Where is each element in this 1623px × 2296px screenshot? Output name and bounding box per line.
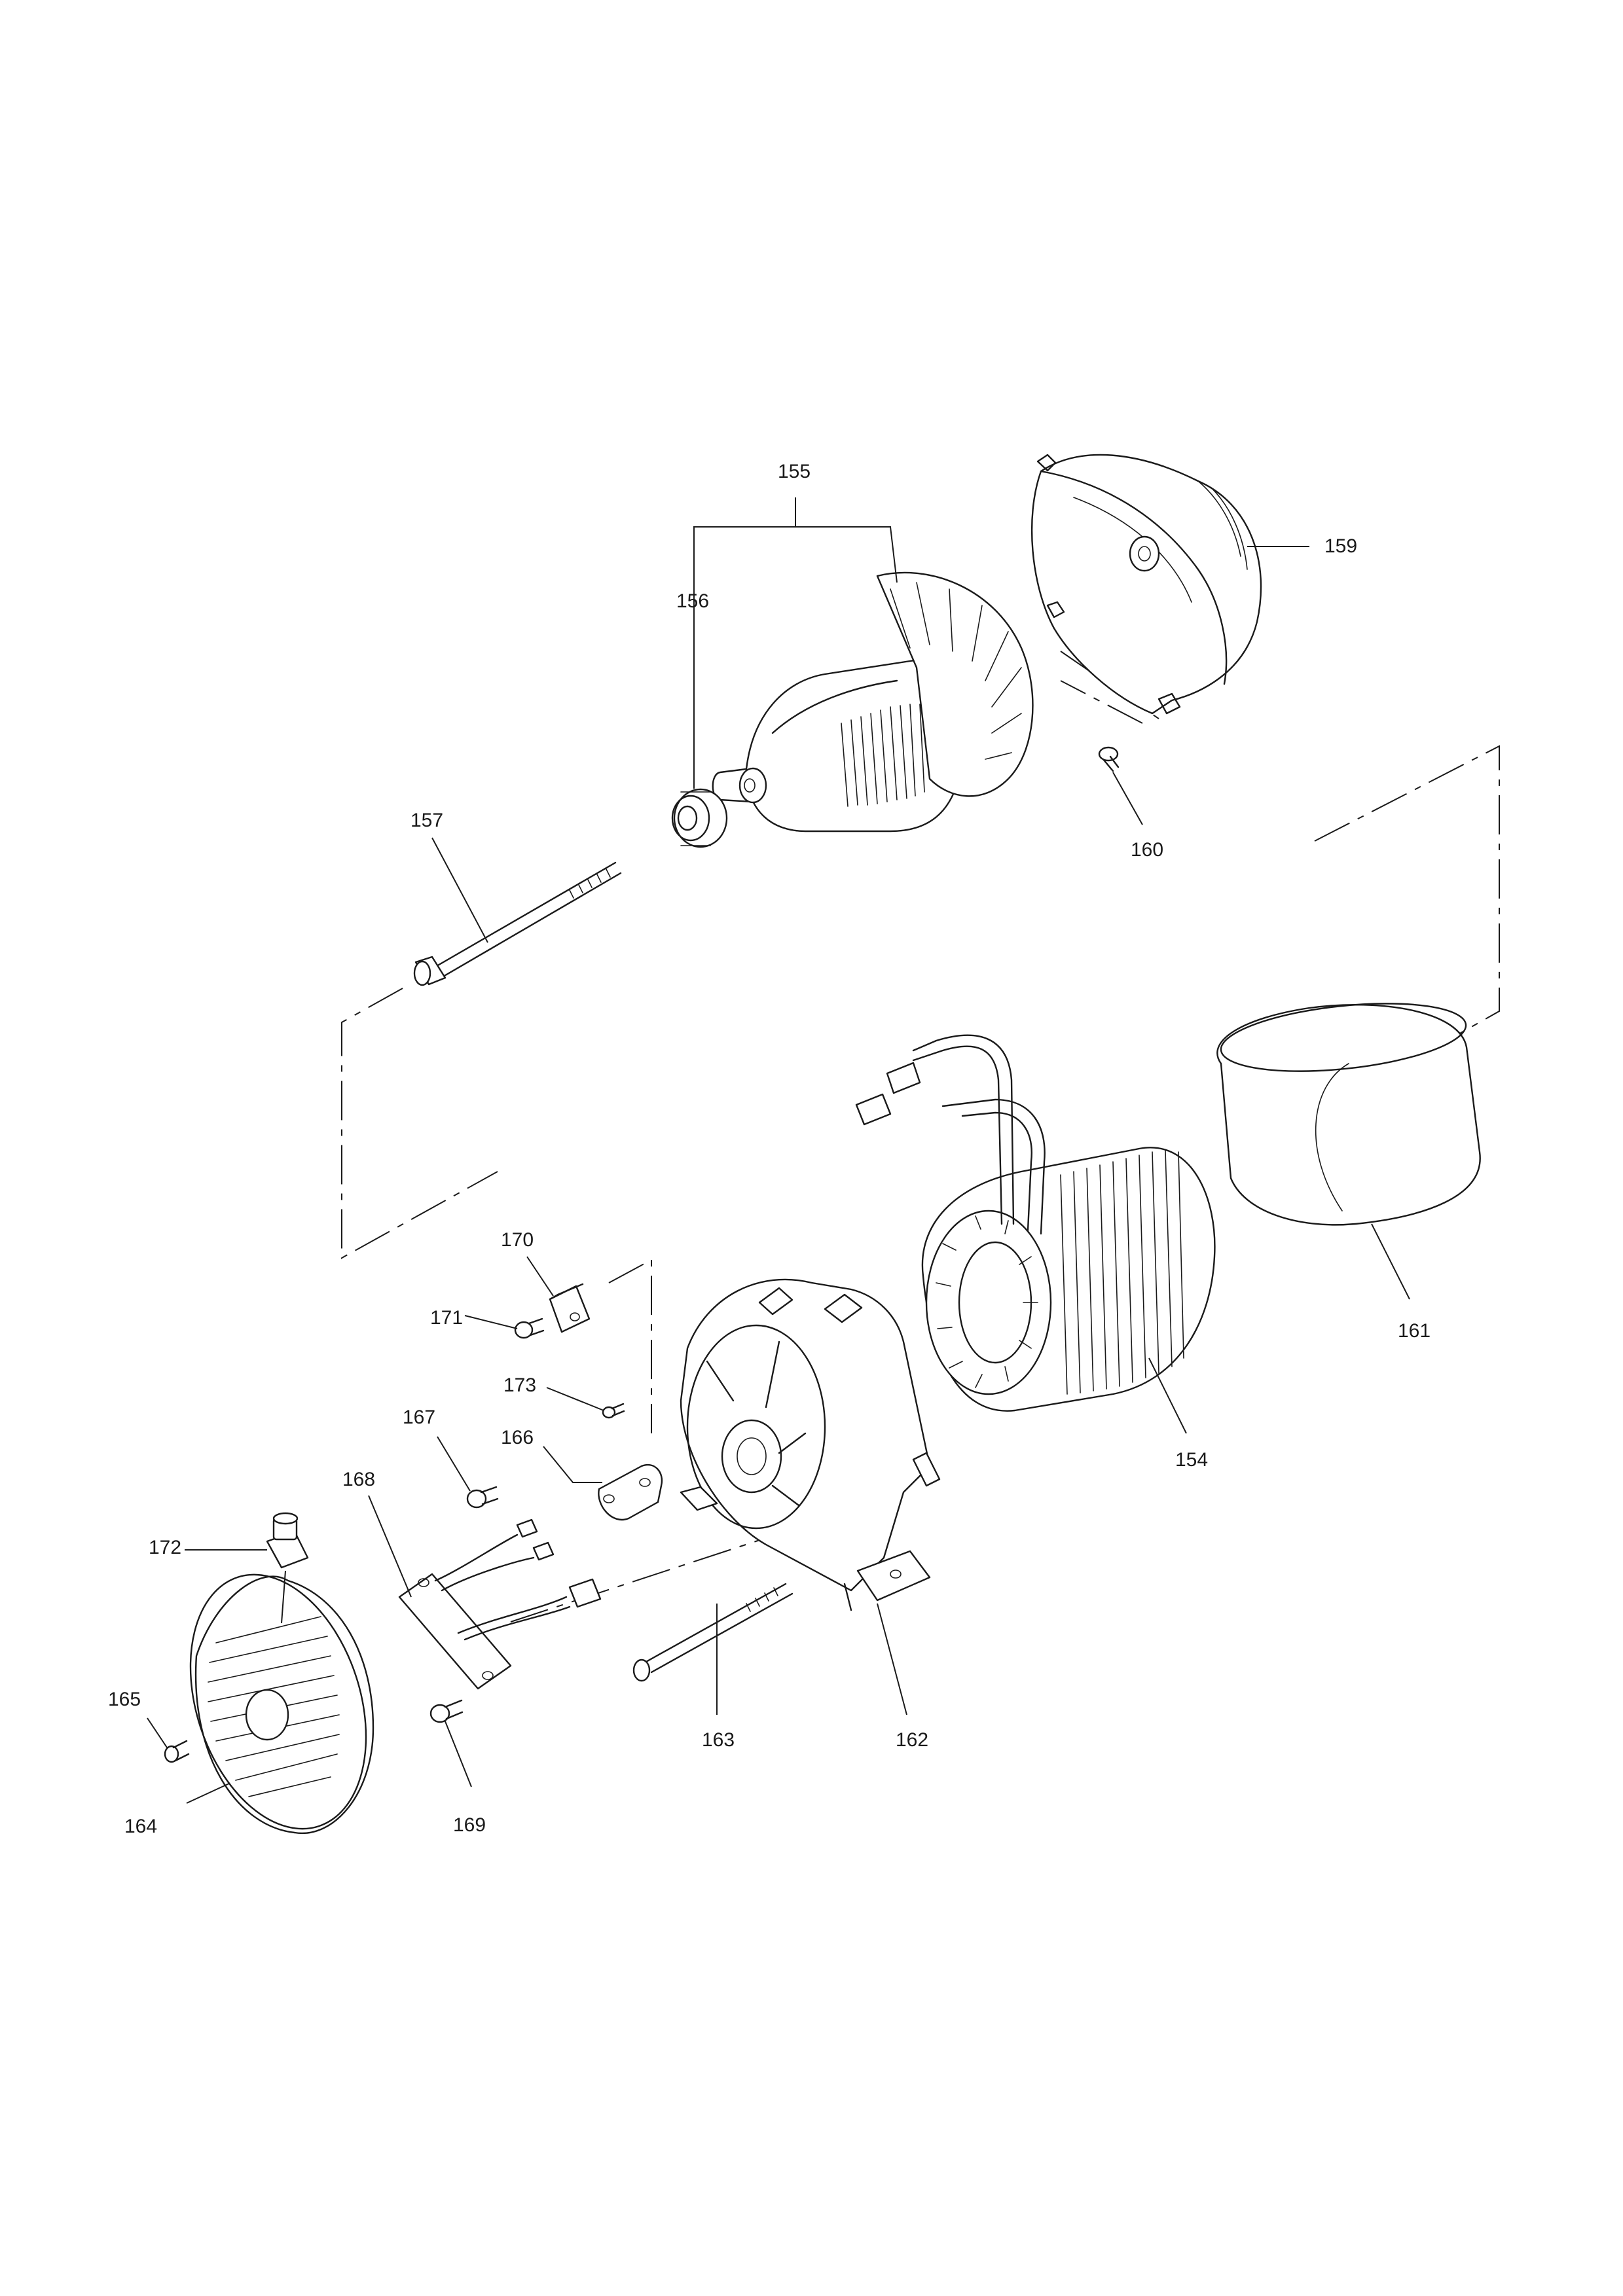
label-154: 154	[1175, 1449, 1208, 1471]
part-162-front-housing	[680, 1278, 941, 1611]
label-166: 166	[501, 1427, 534, 1448]
label-170: 170	[501, 1229, 534, 1251]
label-163: 163	[702, 1729, 735, 1751]
label-173: 173	[503, 1374, 536, 1396]
label-169: 169	[453, 1814, 486, 1836]
part-169-screw	[429, 1699, 472, 1787]
rotor-winding-lines	[841, 704, 925, 807]
part-165-screw	[147, 1717, 190, 1763]
label-167: 167	[403, 1407, 435, 1428]
part-170-brush-cap	[526, 1256, 591, 1333]
label-168: 168	[342, 1469, 375, 1490]
label-172: 172	[149, 1537, 181, 1558]
part-168-wiring-assembly	[368, 1495, 602, 1690]
part-160-screw	[1098, 746, 1120, 772]
part-167-screw	[437, 1436, 499, 1509]
part-154-stator	[855, 1034, 1216, 1434]
label-164: 164	[124, 1816, 157, 1837]
label-160: 160	[1131, 839, 1163, 861]
label-157: 157	[410, 810, 443, 831]
assembly-guide-lines	[341, 651, 1500, 1623]
part-155-rotor	[712, 571, 1034, 833]
label-162: 162	[896, 1729, 928, 1751]
part-157-through-bolt	[413, 861, 622, 986]
label-165: 165	[108, 1689, 141, 1710]
part-163-bolt	[632, 1583, 793, 1682]
part-164-fan-cover	[186, 1573, 374, 1835]
label-159: 159	[1324, 535, 1357, 557]
part-159-end-housing	[1030, 454, 1262, 715]
part-172-plug	[185, 1512, 309, 1624]
top-leaders	[431, 497, 1309, 1715]
stator-lamination-lines	[1060, 1150, 1184, 1395]
part-171-screw	[464, 1315, 545, 1339]
part-161-cover-band	[1216, 1003, 1481, 1300]
label-171: 171	[430, 1307, 463, 1329]
part-156-bearing	[671, 788, 728, 848]
label-155: 155	[778, 461, 811, 482]
label-156: 156	[676, 590, 709, 612]
part-166-brush-holder	[543, 1446, 663, 1521]
part-173-screw	[546, 1387, 625, 1419]
label-161: 161	[1398, 1320, 1431, 1342]
part-labels: 155 156 159 160 157 161 154 170 171 173 …	[108, 461, 1431, 1837]
